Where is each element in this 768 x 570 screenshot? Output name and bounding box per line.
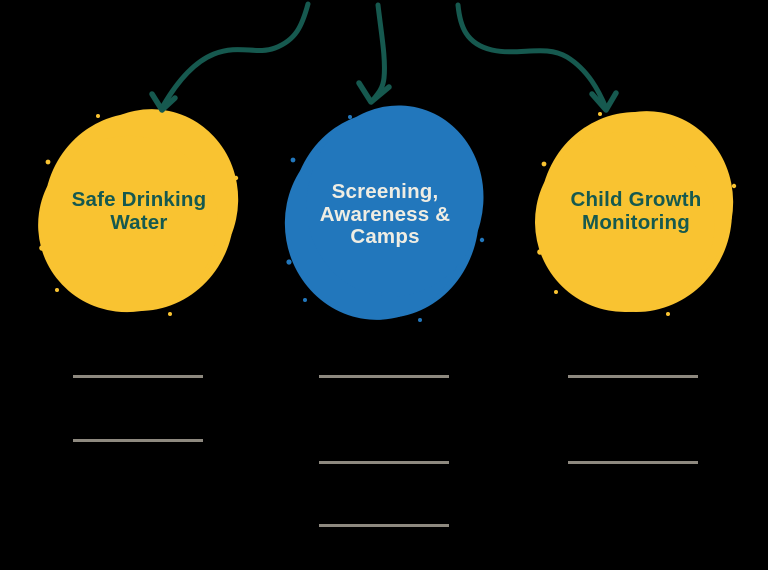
note-line-col3-2 [568,461,698,464]
circle-child-growth-monitoring [535,111,737,316]
arrow-to-safe-drinking-water-icon [149,1,311,113]
note-line-col3-1 [568,375,698,378]
arrow-to-child-growth-monitoring-icon [455,2,619,113]
note-line-col2-1 [319,375,449,378]
circle-safe-drinking-water [38,109,239,316]
note-line-col2-2 [319,461,449,464]
note-line-col1-1 [73,375,203,378]
arrow-to-screening-awareness-camps-icon [356,2,392,105]
note-line-col1-2 [73,439,203,442]
arrows-group [149,1,619,113]
note-line-col2-3 [319,524,449,527]
circle-screening-awareness-camps [284,105,485,322]
